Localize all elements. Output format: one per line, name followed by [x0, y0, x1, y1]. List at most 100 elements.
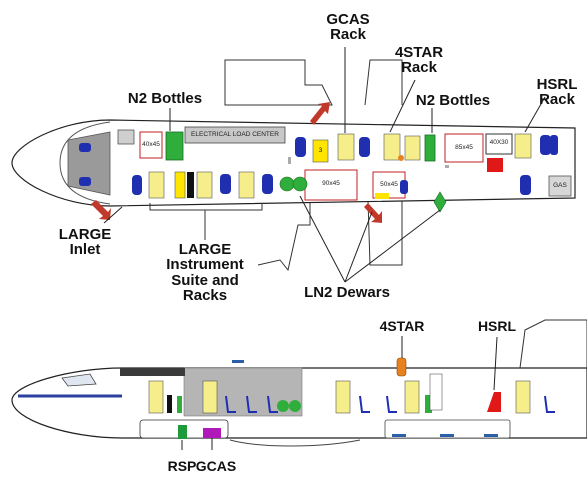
side-pointer-lines — [181, 336, 498, 450]
label-hsrl-rack-top-line2: Rack — [539, 91, 575, 109]
hsrl-rack-top-shape — [514, 133, 532, 159]
red-arrows — [91, 102, 382, 223]
label-large-instrument-line2: Instrument — [166, 256, 244, 274]
wing-outline-bottom — [257, 200, 311, 272]
side-seat — [267, 395, 278, 413]
side-black-block — [167, 395, 172, 413]
belly-marker — [392, 434, 406, 437]
label-4star-side: 4STAR — [379, 318, 425, 334]
seat — [359, 137, 370, 157]
seat — [520, 175, 531, 195]
label-gas: GAS — [553, 182, 567, 189]
ln2-dewar-1 — [279, 176, 295, 192]
side-seat — [544, 395, 555, 413]
pointer-ln2-b — [344, 211, 373, 283]
wing-root — [229, 439, 361, 447]
label-large-instrument-line1: LARGE — [178, 241, 232, 258]
marker-tick — [288, 157, 291, 164]
seat — [132, 175, 142, 195]
label-large-instrument-line3: Suite and — [171, 271, 239, 289]
label-gcas-rack-top-line2: Rack — [330, 26, 366, 44]
label-rack-3: 3 — [318, 147, 323, 154]
orange-marker — [398, 155, 404, 161]
gcas-rack-top-shape — [337, 133, 355, 161]
label-large-inlet-line1: LARGE — [58, 226, 112, 243]
seat — [262, 174, 273, 194]
seat — [79, 177, 91, 186]
label-box-40x45: 40x45 — [142, 141, 160, 148]
rack-lower-b — [174, 171, 186, 199]
rack-lower-c — [196, 171, 213, 199]
rack-3-shape — [312, 139, 329, 163]
rack-lower-a — [148, 171, 165, 199]
side-racks — [148, 380, 531, 414]
belly-marker — [440, 434, 454, 437]
fourstar-side-shape — [396, 357, 407, 377]
label-large-inlet-line2: Inlet — [69, 241, 101, 259]
pointer-ln2-c — [344, 209, 441, 283]
pointer-fourstar — [389, 79, 416, 133]
electrical-load-center-box — [184, 126, 286, 144]
gas-box — [548, 175, 572, 197]
label-rsp: RSP — [167, 458, 197, 474]
label-n2-bottles-right: N2 Bottles — [415, 92, 491, 109]
seats-top — [79, 135, 558, 195]
seat — [400, 180, 408, 194]
arrow-large-inlet — [91, 200, 111, 220]
label-ln2-dewars: LN2 Dewars — [304, 284, 390, 301]
arrow-lower-dewar — [364, 203, 382, 223]
nose-equipment — [67, 131, 111, 196]
ln2-dewar-2 — [292, 176, 308, 192]
side-rack — [404, 380, 420, 414]
label-n2-bottles-left: N2 Bottles — [127, 90, 203, 107]
side-dewar-2 — [289, 400, 301, 412]
side-seat — [359, 395, 370, 413]
dark-cabin-section — [120, 368, 185, 376]
seat — [540, 135, 551, 155]
box-40x30-shape — [485, 133, 513, 155]
belly-markers — [232, 360, 498, 437]
label-large-inlet: LARGE Inlet — [50, 227, 120, 258]
side-view — [11, 319, 587, 450]
right-wing-top — [364, 59, 403, 106]
label-4star-rack-top-line2: Rack — [401, 59, 437, 77]
label-box-40x30: 40X30 — [489, 139, 509, 146]
side-dewar-1 — [277, 400, 289, 412]
side-seat — [246, 395, 257, 413]
right-wing-bottom — [367, 199, 403, 266]
wing-outline-top — [224, 59, 333, 106]
cockpit-window — [61, 373, 97, 387]
pointer-large-inlet — [103, 206, 123, 224]
label-electrical-load-center: ELECTRICAL LOAD CENTER — [191, 131, 279, 138]
hsrl-red-block — [487, 158, 503, 172]
label-box-90x45: 90x45 — [322, 180, 340, 187]
side-rack — [515, 380, 531, 414]
label-4star-rack-top-line1: 4STAR — [394, 44, 444, 61]
rack-lower-yellow-small — [375, 193, 389, 199]
marker-tick — [445, 165, 449, 168]
seat — [550, 135, 558, 155]
galley-box — [117, 129, 135, 145]
arrow-upper-wing — [310, 102, 330, 125]
label-box-50x45: 50x45 — [380, 181, 398, 188]
seat — [220, 174, 231, 194]
pointer-lines — [103, 47, 546, 283]
cockpit-outline — [59, 121, 111, 205]
side-door — [429, 373, 443, 411]
pointer-hsrl-side — [493, 336, 498, 391]
box-85x45-shape — [444, 133, 484, 163]
side-rack — [202, 380, 218, 414]
label-hsrl-side: HSRL — [477, 318, 517, 334]
label-box-85x45: 85x45 — [455, 144, 473, 151]
seat — [295, 137, 306, 157]
label-gcas-rack-top: GCAS Rack — [318, 12, 378, 43]
side-seat — [386, 395, 397, 413]
label-hsrl-rack-top: HSRL Rack — [528, 77, 586, 108]
rsp-shape — [178, 425, 187, 439]
label-large-instrument-line4: Racks — [182, 286, 228, 304]
rack-lower-black — [187, 172, 194, 198]
label-gcas-rack-top-line1: GCAS — [326, 11, 370, 28]
side-seats — [225, 395, 555, 413]
rack-lower-d — [238, 171, 255, 199]
